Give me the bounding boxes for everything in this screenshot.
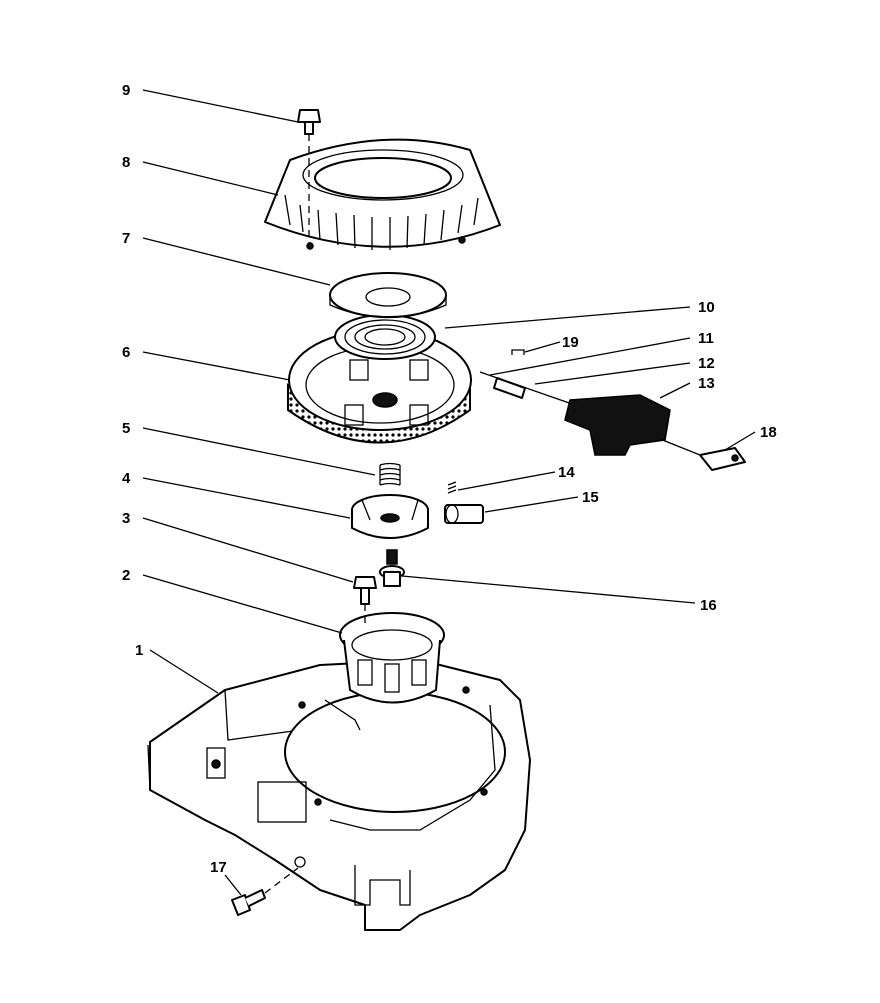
part-8-top-cover bbox=[264, 138, 501, 250]
part-18-rope-clip bbox=[699, 447, 746, 471]
callout-15: 15 bbox=[582, 489, 599, 506]
callout-6: 6 bbox=[122, 344, 130, 361]
callout-8: 8 bbox=[122, 154, 130, 171]
part-14-spring bbox=[447, 481, 457, 494]
part-7-cover-plate bbox=[329, 272, 447, 319]
callout-3: 3 bbox=[122, 510, 130, 527]
callout-16: 16 bbox=[700, 597, 717, 614]
callout-11: 11 bbox=[698, 330, 714, 347]
part-15-pawl bbox=[444, 504, 484, 524]
callout-5: 5 bbox=[122, 420, 130, 437]
part-2-starter-cup bbox=[339, 612, 445, 704]
part-1-blower-housing bbox=[147, 659, 531, 931]
callout-2: 2 bbox=[122, 567, 130, 584]
callout-7: 7 bbox=[122, 230, 130, 247]
callout-14: 14 bbox=[558, 464, 575, 481]
callout-19: 19 bbox=[562, 334, 579, 351]
part-4-retainer bbox=[351, 494, 429, 539]
callout-13: 13 bbox=[698, 375, 715, 392]
callout-12: 12 bbox=[698, 355, 715, 372]
callout-10: 10 bbox=[698, 299, 715, 316]
part-10-recoil-spring bbox=[334, 314, 436, 360]
callout-1: 1 bbox=[135, 642, 143, 659]
part-16-shoulder-screw bbox=[379, 549, 405, 587]
callout-labels: 9 8 7 6 5 4 3 2 1 10 11 12 13 18 19 14 1… bbox=[122, 82, 777, 876]
leader-lines bbox=[142, 89, 756, 896]
part-13-handle bbox=[564, 394, 671, 456]
callout-9: 9 bbox=[122, 82, 130, 99]
callout-4: 4 bbox=[122, 470, 131, 487]
part-19-staple bbox=[511, 349, 525, 355]
part-3-screw bbox=[353, 576, 377, 625]
callout-17: 17 bbox=[210, 859, 227, 876]
part-9-screw bbox=[297, 109, 321, 250]
part-5-spring bbox=[379, 462, 401, 486]
callout-18: 18 bbox=[760, 424, 777, 441]
part-17-screw bbox=[231, 867, 299, 916]
